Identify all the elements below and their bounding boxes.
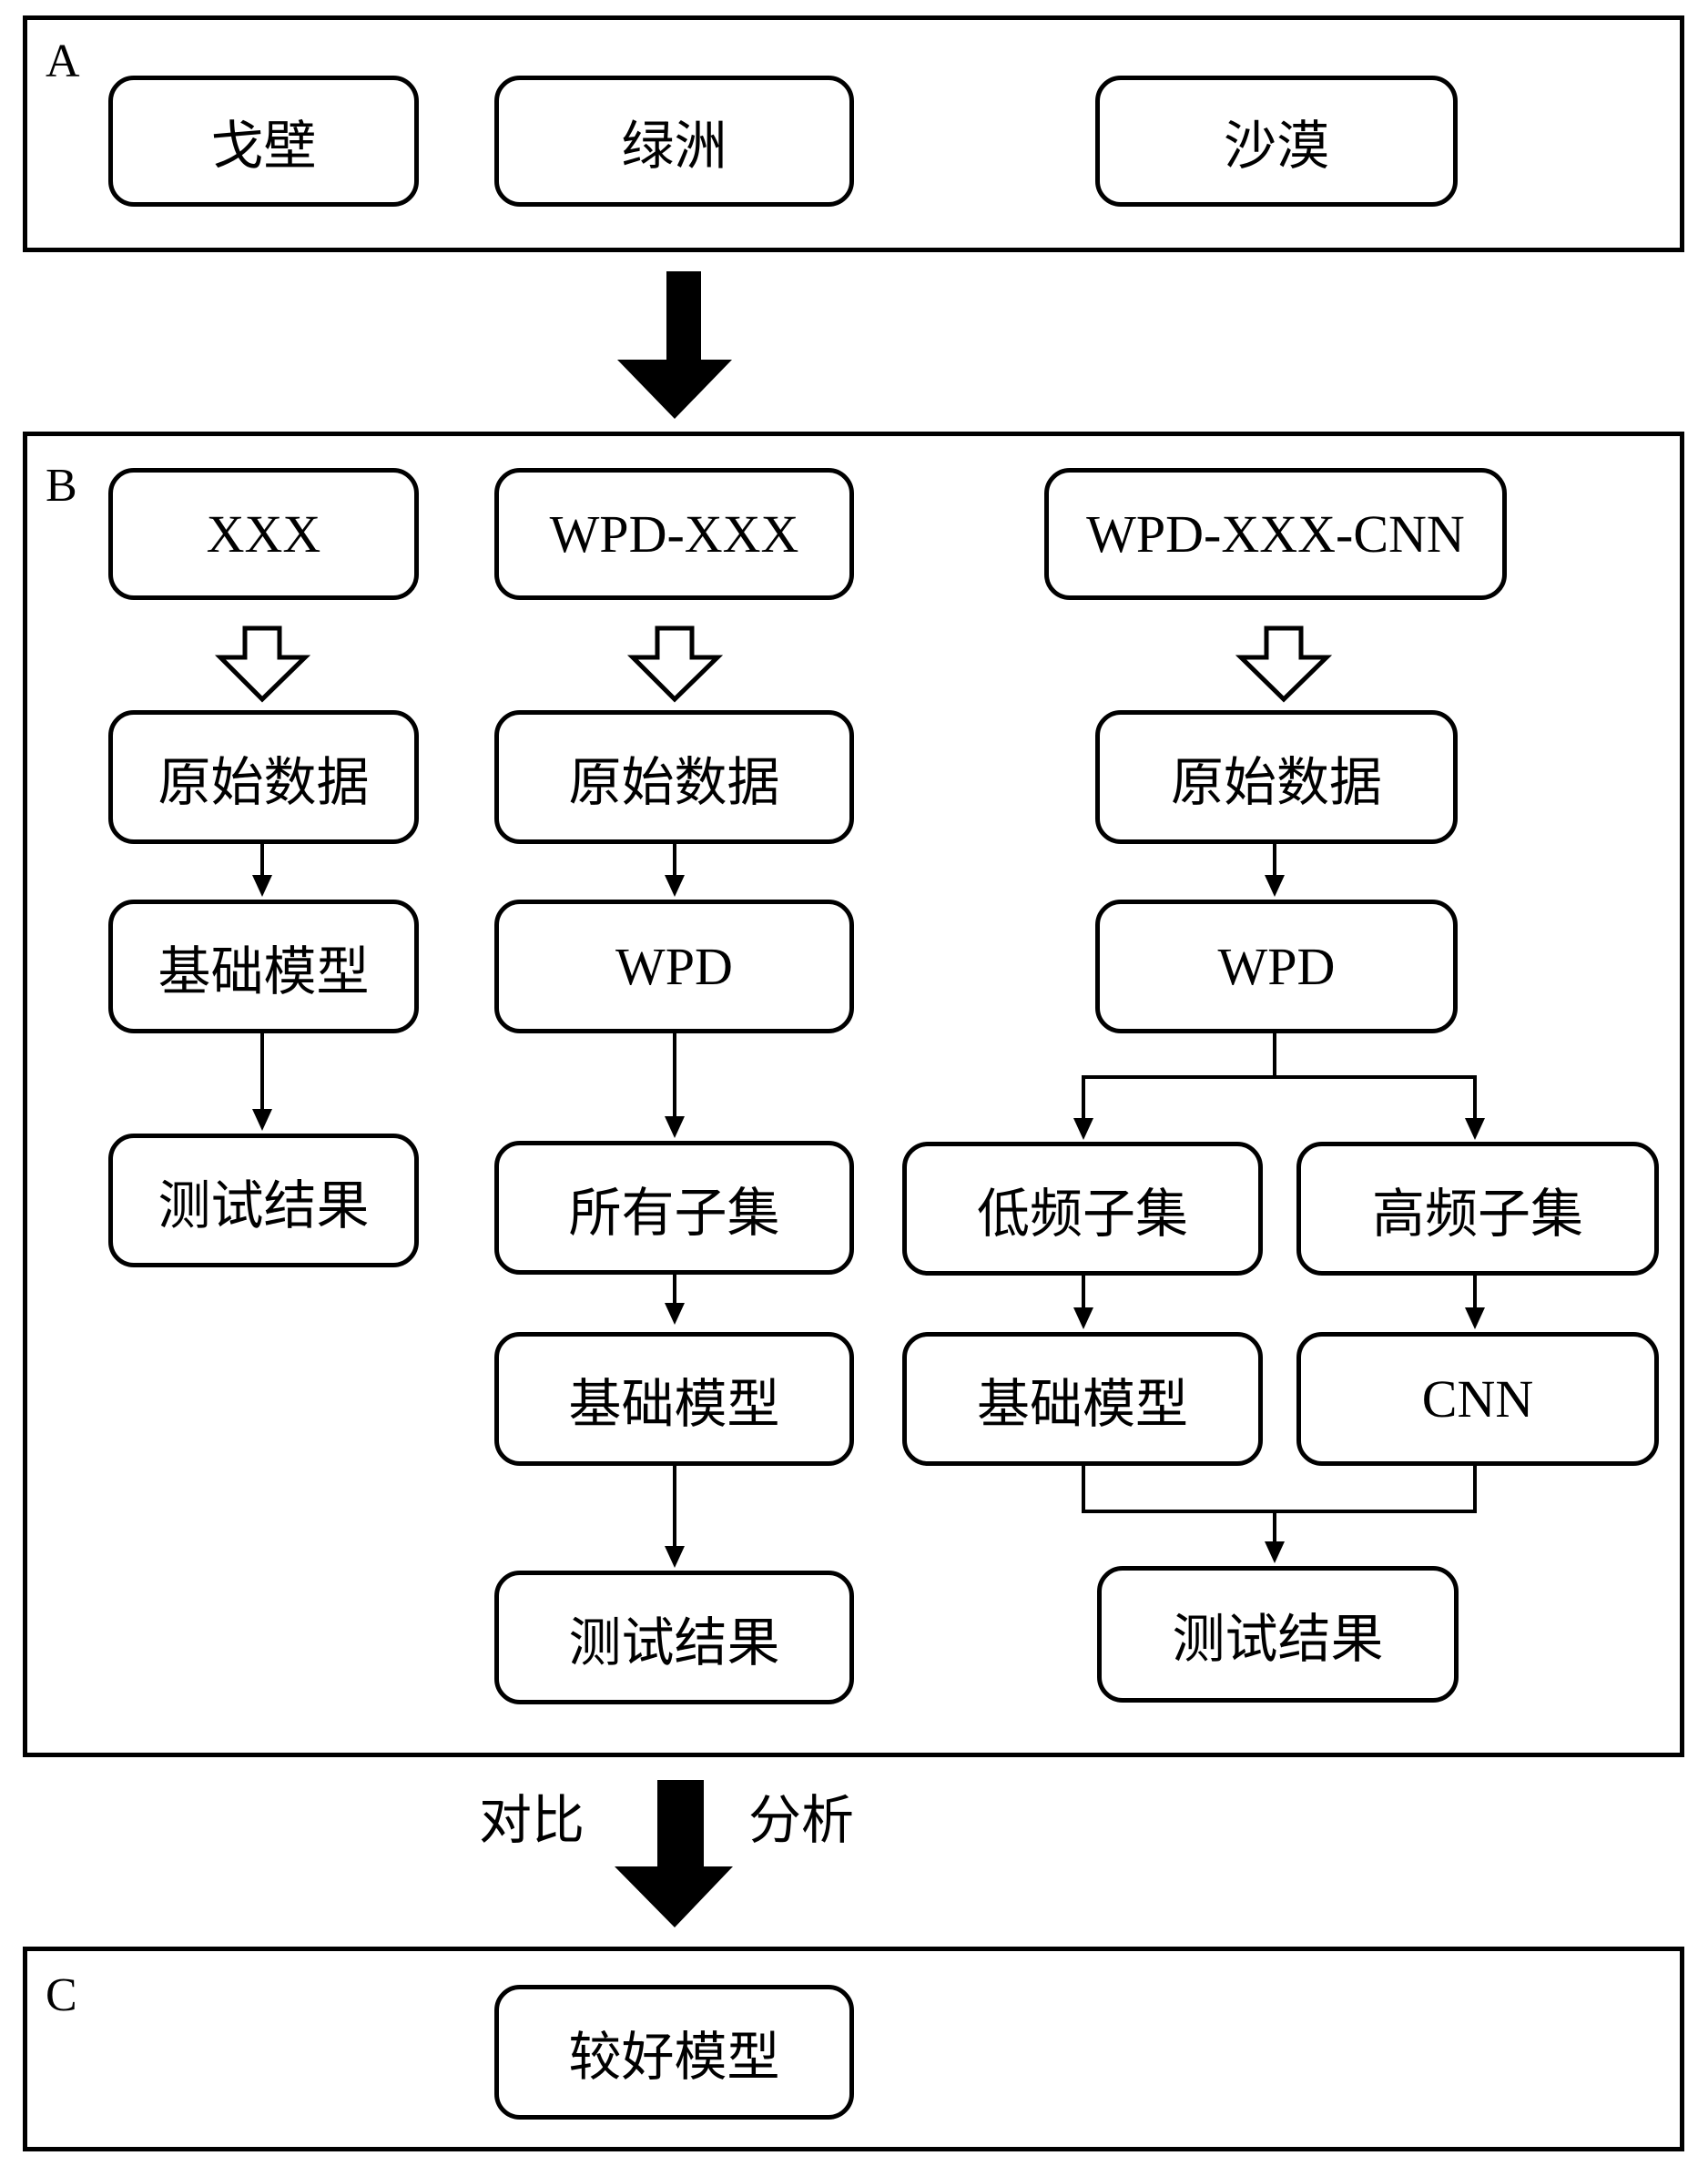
col2-raw-data: 原始数据 bbox=[494, 710, 854, 844]
connector-line bbox=[1082, 1465, 1477, 1513]
col3-wpd: WPD bbox=[1095, 900, 1458, 1033]
big-arrow-a-to-b bbox=[617, 271, 732, 419]
arrowhead bbox=[665, 1303, 685, 1325]
col2-all-subsets: 所有子集 bbox=[494, 1141, 854, 1275]
panel-b bbox=[23, 432, 1684, 1757]
best-model: 较好模型 bbox=[494, 1985, 854, 2120]
arrowhead bbox=[665, 1546, 685, 1568]
col3-raw-data: 原始数据 bbox=[1095, 710, 1458, 844]
arrowhead bbox=[1073, 1118, 1093, 1140]
panel-a-label: A bbox=[46, 36, 80, 87]
connector-line bbox=[1275, 1075, 1477, 1124]
hollow-arrow-col2 bbox=[626, 625, 724, 703]
arrowhead bbox=[1465, 1307, 1485, 1329]
arrowhead bbox=[1265, 1541, 1285, 1563]
col3-low-freq-subset: 低频子集 bbox=[902, 1142, 1263, 1276]
hollow-arrow-col1 bbox=[214, 625, 311, 703]
col1-base-model: 基础模型 bbox=[108, 900, 419, 1033]
arrowhead bbox=[665, 875, 685, 897]
model-title-wpd-xxx: WPD-XXX bbox=[494, 468, 854, 600]
arrowhead bbox=[1265, 875, 1285, 897]
col1-raw-data: 原始数据 bbox=[108, 710, 419, 844]
compare-label-right: 分析 bbox=[748, 1789, 855, 1851]
region-oasis: 绿洲 bbox=[494, 76, 854, 207]
region-gobi: 戈壁 bbox=[108, 76, 419, 207]
compare-label-left: 对比 bbox=[479, 1789, 585, 1851]
hollow-arrow-col3 bbox=[1235, 625, 1333, 703]
region-desert: 沙漠 bbox=[1095, 76, 1458, 207]
col3-test-result: 测试结果 bbox=[1097, 1566, 1459, 1703]
arrowhead bbox=[252, 1109, 272, 1131]
col3-high-freq-subset: 高频子集 bbox=[1296, 1142, 1659, 1276]
col1-test-result: 测试结果 bbox=[108, 1134, 419, 1267]
panel-b-label: B bbox=[46, 460, 77, 512]
big-arrow-b-to-c bbox=[615, 1780, 733, 1927]
panel-a bbox=[23, 15, 1684, 252]
col2-test-result: 测试结果 bbox=[494, 1571, 854, 1704]
connector-line bbox=[1082, 1032, 1276, 1124]
arrowhead bbox=[252, 875, 272, 897]
panel-c-label: C bbox=[46, 1969, 77, 2021]
col3-cnn: CNN bbox=[1296, 1332, 1659, 1466]
panel-c bbox=[23, 1947, 1684, 2151]
col3-base-model: 基础模型 bbox=[902, 1332, 1263, 1466]
arrowhead bbox=[1073, 1307, 1093, 1329]
model-title-xxx: XXX bbox=[108, 468, 419, 600]
col2-base-model: 基础模型 bbox=[494, 1332, 854, 1466]
col2-wpd: WPD bbox=[494, 900, 854, 1033]
model-title-wpd-xxx-cnn: WPD-XXX-CNN bbox=[1044, 468, 1507, 600]
arrowhead bbox=[1465, 1118, 1485, 1140]
arrowhead bbox=[665, 1116, 685, 1138]
